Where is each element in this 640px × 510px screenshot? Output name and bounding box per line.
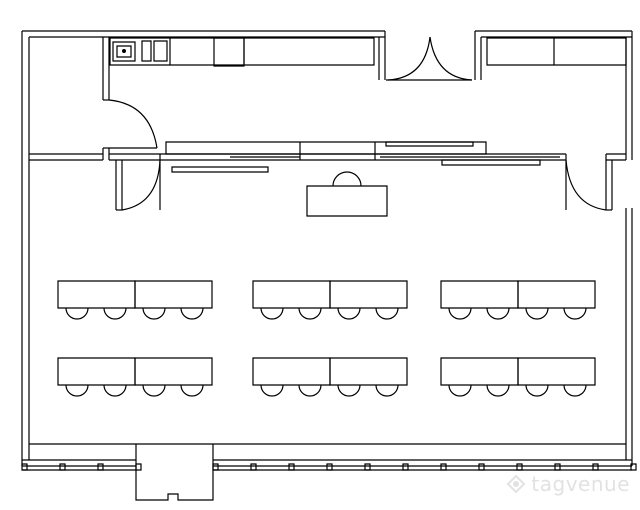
window-mullion xyxy=(365,464,370,470)
chair xyxy=(143,308,165,319)
chair xyxy=(181,308,203,319)
table xyxy=(253,281,330,308)
sliding-partition xyxy=(166,142,560,172)
chair xyxy=(526,308,548,319)
presenter-desk xyxy=(307,172,387,216)
kitchenette-walls xyxy=(29,37,626,210)
tagvenue-logo-icon xyxy=(506,474,526,494)
chair xyxy=(181,385,203,396)
table xyxy=(518,358,595,385)
window-mullion xyxy=(213,464,218,470)
table xyxy=(135,281,212,308)
presenter-chair xyxy=(333,172,361,186)
table xyxy=(330,281,407,308)
double-door-left xyxy=(388,37,430,80)
window-mullion xyxy=(136,464,141,470)
chair xyxy=(376,385,398,396)
chair xyxy=(564,385,586,396)
appliance-icon xyxy=(154,41,167,61)
window-mullion xyxy=(555,464,560,470)
watermark: tagvenue xyxy=(505,472,630,496)
kitchen-door xyxy=(109,100,157,148)
chair xyxy=(487,308,509,319)
window-mullion xyxy=(517,464,522,470)
window-mullion xyxy=(98,464,103,470)
chair xyxy=(338,385,360,396)
kitchen-counter xyxy=(110,38,374,66)
chair xyxy=(66,385,88,396)
table xyxy=(518,281,595,308)
chair xyxy=(526,385,548,396)
window-strip xyxy=(22,460,636,470)
table xyxy=(441,281,518,308)
chair xyxy=(104,308,126,319)
window-mullion xyxy=(289,464,294,470)
double-door-right xyxy=(430,37,472,80)
table xyxy=(58,281,135,308)
corridor-door xyxy=(122,160,160,210)
chair xyxy=(261,308,283,319)
right-door xyxy=(566,160,606,210)
chair xyxy=(299,385,321,396)
window-mullion xyxy=(479,464,484,470)
window-mullion xyxy=(22,464,27,470)
chair xyxy=(66,308,88,319)
table xyxy=(135,358,212,385)
storage-counter xyxy=(487,38,626,65)
table xyxy=(441,358,518,385)
outer-walls xyxy=(22,31,632,466)
entrance-vestibule xyxy=(136,444,213,500)
window-mullion xyxy=(593,464,598,470)
window-mullion xyxy=(60,464,65,470)
table xyxy=(58,358,135,385)
window-mullion xyxy=(327,464,332,470)
chair xyxy=(338,308,360,319)
chair xyxy=(449,308,471,319)
chair xyxy=(261,385,283,396)
window-mullion xyxy=(403,464,408,470)
chair xyxy=(564,308,586,319)
window-mullion xyxy=(631,464,636,470)
table xyxy=(330,358,407,385)
watermark-text: tagvenue xyxy=(531,472,630,496)
chair xyxy=(376,308,398,319)
sink-icon xyxy=(113,42,135,61)
chair xyxy=(299,308,321,319)
window-mullion xyxy=(251,464,256,470)
doors xyxy=(109,37,606,210)
appliance-icon xyxy=(142,41,151,61)
chair xyxy=(487,385,509,396)
chair xyxy=(449,385,471,396)
table xyxy=(253,358,330,385)
fridge-icon xyxy=(214,38,244,66)
seating-area xyxy=(58,281,595,396)
chair xyxy=(104,385,126,396)
window-mullion xyxy=(441,464,446,470)
chair xyxy=(143,385,165,396)
